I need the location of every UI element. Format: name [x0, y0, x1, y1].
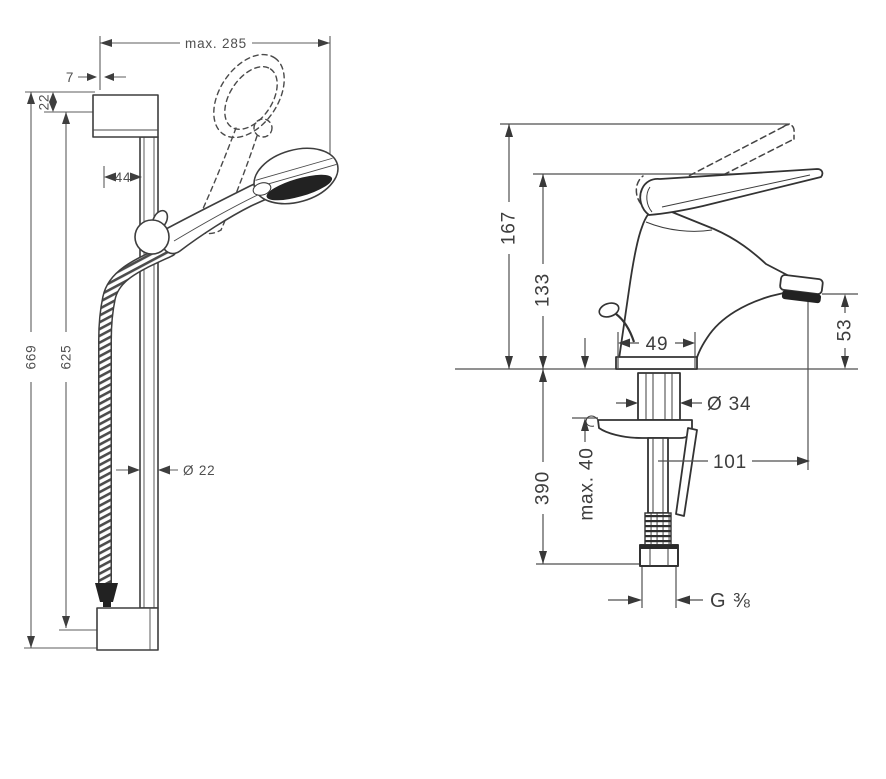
faucet-base — [615, 356, 698, 370]
dim-390-label: 390 — [533, 471, 554, 505]
hand-shower — [160, 147, 339, 255]
dim-669-label: 669 — [24, 345, 39, 370]
dim-dia34-label: Ø 34 — [707, 394, 751, 415]
faucet-lever — [639, 168, 824, 216]
pop-up-knob — [598, 302, 636, 343]
dim-max-width: max. 285 — [100, 36, 330, 51]
braided-hose — [644, 512, 672, 546]
dim-44-label: 44 — [115, 170, 132, 185]
under-deck-assembly — [585, 372, 698, 567]
dim-thread-size: G ⅜ — [608, 590, 751, 612]
dim-101-label: 101 — [713, 452, 747, 473]
faucet-body — [617, 205, 792, 367]
pop-up-rod-lower — [675, 427, 698, 517]
top-wall-bracket — [92, 94, 159, 138]
dim-overall-height-167: 167 — [499, 124, 520, 369]
shower-rail-figure: max. 285 7 22 44 669 — [24, 36, 339, 651]
dim-hole-diameter: Ø 34 — [616, 394, 751, 415]
dim-bracket-gap: 7 — [66, 70, 126, 85]
dim-625-label: 625 — [59, 345, 74, 370]
dim-53-label: 53 — [835, 319, 856, 342]
dim-overall-height: 669 — [24, 92, 39, 648]
dim-spout-reach-101: 101 — [658, 452, 810, 473]
aerator-face — [781, 290, 822, 304]
shower-extension-lines — [24, 36, 331, 649]
dim-7-label: 7 — [66, 70, 74, 85]
dim-max40-label: max. 40 — [577, 447, 598, 520]
dim-body-height-133: 133 — [533, 174, 554, 369]
spray-face — [266, 174, 333, 201]
dim-167-label: 167 — [499, 211, 520, 245]
dim-base-width-49: 49 — [618, 334, 695, 355]
dim-133-label: 133 — [533, 273, 554, 307]
dim-bracket-depth: 44 — [104, 170, 142, 185]
basin-mixer-figure: 167 133 390 max. 40 53 — [455, 123, 858, 612]
supply-pipe — [647, 437, 669, 514]
dim-max-width-label: max. 285 — [185, 36, 247, 51]
hose-end-fitting — [95, 583, 118, 602]
bottom-wall-bracket — [96, 607, 159, 651]
shower-hose — [95, 243, 177, 607]
dim-49-label: 49 — [646, 334, 669, 355]
spout-outlet — [779, 274, 824, 304]
mounting-flange — [597, 419, 693, 439]
dim-bar-diameter: Ø 22 — [116, 463, 215, 478]
dim-g38-label: G ⅜ — [710, 590, 751, 612]
slider-holder — [134, 209, 170, 255]
dim-bar-height: 625 — [59, 112, 74, 628]
dim-max-deck-thickness: max. 40 — [577, 338, 598, 521]
dim-hose-length-390: 390 — [533, 369, 554, 564]
dim-dia22-label: Ø 22 — [183, 463, 215, 478]
dim-top-offset: 22 — [37, 92, 57, 112]
wall-bar — [139, 136, 159, 609]
dim-spout-height-53: 53 — [835, 294, 856, 369]
threaded-shank — [637, 372, 681, 421]
dim-22-label: 22 — [37, 94, 52, 111]
